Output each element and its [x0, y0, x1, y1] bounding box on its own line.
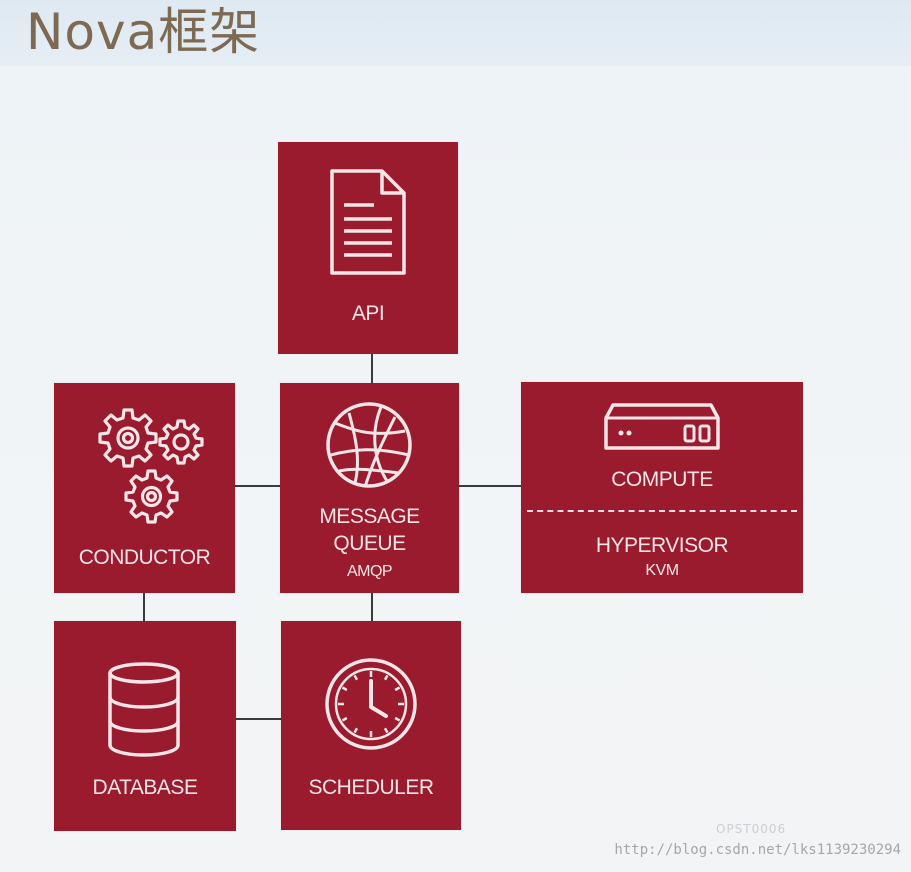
- hypervisor-label: HYPERVISOR: [595, 534, 729, 557]
- api-label: API: [351, 302, 385, 325]
- connector-conductor-database: [143, 593, 145, 621]
- server-icon: [604, 403, 720, 450]
- watermark-url: http://blog.csdn.net/lks1139230294: [614, 842, 901, 858]
- api-box: API: [278, 142, 458, 354]
- gears-icon: [98, 408, 204, 524]
- title-bar: Nova框架: [0, 0, 911, 66]
- database-icon: [108, 662, 180, 757]
- connector-api-mq: [371, 354, 373, 384]
- connector-mq-compute: [459, 485, 522, 487]
- document-icon: [330, 169, 406, 275]
- compute-label: COMPUTE: [611, 468, 713, 491]
- scheduler-label: SCHEDULER: [308, 776, 434, 799]
- message-queue-line2: QUEUE: [333, 532, 406, 555]
- slide-code: OPST0006: [716, 822, 787, 836]
- compute-box: COMPUTE HYPERVISOR KVM: [521, 382, 803, 593]
- conductor-label: CONDUCTOR: [78, 546, 211, 569]
- clock-icon: [325, 658, 417, 750]
- connector-database-scheduler: [236, 718, 281, 720]
- connector-mq-scheduler: [371, 593, 373, 621]
- message-queue-line1: MESSAGE: [319, 505, 420, 528]
- message-queue-box: MESSAGE QUEUE AMQP: [280, 383, 459, 593]
- hypervisor-type-label: KVM: [645, 562, 679, 579]
- database-label: DATABASE: [92, 776, 198, 799]
- globe-icon: [326, 402, 412, 488]
- page-title: Nova框架: [26, 3, 261, 61]
- message-queue-line3: AMQP: [346, 563, 393, 580]
- compute-divider: [527, 510, 797, 512]
- connector-conductor-mq: [235, 485, 280, 487]
- database-box: DATABASE: [54, 621, 236, 831]
- scheduler-box: SCHEDULER: [281, 621, 461, 830]
- conductor-box: CONDUCTOR: [54, 383, 235, 593]
